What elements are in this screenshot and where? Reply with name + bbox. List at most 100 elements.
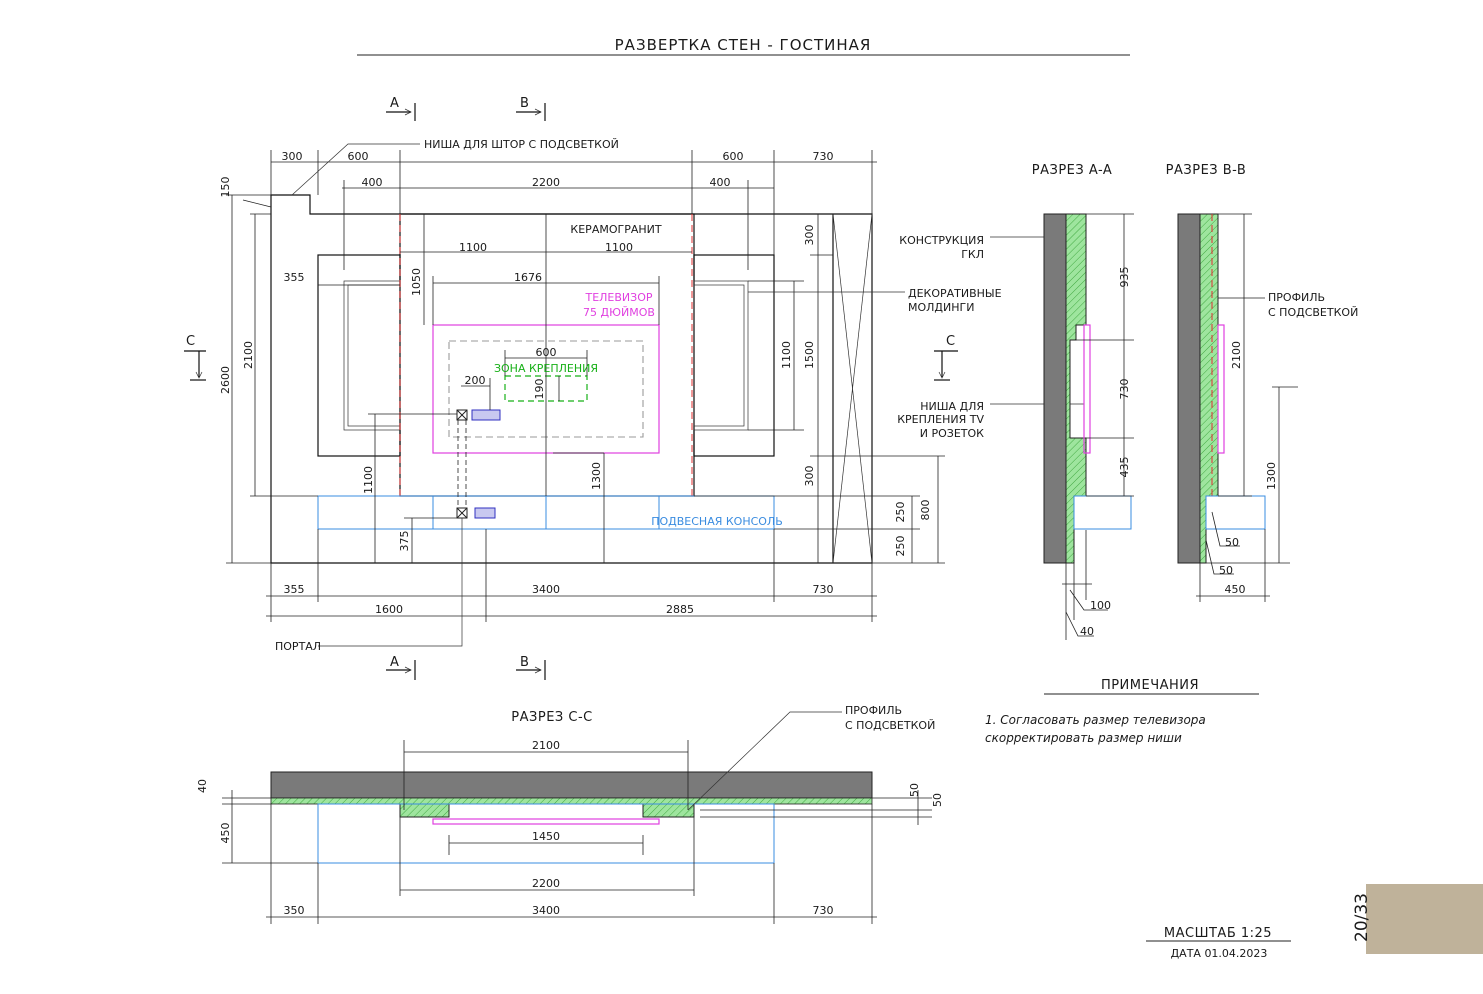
label-tv-niche-1: НИША ДЛЯ [920, 400, 984, 413]
dim-150: 150 [219, 177, 232, 198]
dim-300-r2: 300 [803, 466, 816, 487]
leader-curtain-niche [291, 143, 420, 196]
section-cc-title: РАЗРЕЗ C-C [511, 710, 592, 725]
cc-wall [270, 771, 873, 799]
section-cc: РАЗРЕЗ C-C 2100 1450 2200 350 3400 730 4… [196, 704, 944, 924]
svg-text:B: B [520, 655, 529, 670]
stamp: МАСШТАБ 1:25 ДАТА 01.04.2023 [1146, 926, 1291, 960]
cc-gkl-left [399, 803, 450, 818]
dim-1300: 1300 [590, 462, 603, 490]
socket-x-1b [456, 409, 468, 421]
right-dimensions [694, 214, 945, 564]
right-molding-inner2 [693, 284, 745, 427]
aa-dim-935: 935 [1118, 267, 1131, 288]
aa-console [1073, 495, 1132, 530]
aa-leader-100 [1069, 589, 1108, 611]
aa-dim-100: 100 [1090, 599, 1111, 612]
dim-250b: 250 [894, 536, 907, 557]
cc-dim-2200: 2200 [532, 877, 560, 890]
dim-1676: 1676 [514, 271, 542, 284]
page-number-tab: 20/33 [1352, 884, 1483, 954]
right-molding-inner [693, 280, 749, 431]
bb-dim-50b: 50 [1219, 564, 1233, 577]
socket-outlets-1 [471, 409, 501, 421]
cc-console [317, 803, 775, 864]
bb-wall [1177, 213, 1201, 564]
socket-x-2b [456, 507, 468, 519]
cc-dim-1450: 1450 [532, 830, 560, 843]
label-moldings-2: МОЛДИНГИ [908, 301, 974, 314]
dim-400a: 400 [362, 176, 383, 189]
left-molding-inner2 [347, 284, 401, 427]
svg-text:B: B [520, 96, 529, 111]
bb-leader-50b [1205, 539, 1234, 575]
section-bb: РАЗРЕЗ B-B 2100 1300 ПРОФИЛЬ С ПОДСВЕТКО… [1166, 163, 1358, 602]
section-aa-title: РАЗРЕЗ A-A [1032, 163, 1113, 178]
dim-600c: 600 [536, 346, 557, 359]
label-tv-1: ТЕЛЕВИЗОР [584, 291, 652, 304]
svg-text:A: A [390, 655, 399, 670]
dim-600a: 600 [348, 150, 369, 163]
aa-wall [1043, 213, 1067, 564]
scale-label: МАСШТАБ 1:25 [1164, 926, 1272, 941]
cc-gkl-layer [270, 797, 873, 805]
label-gkl-1: КОНСТРУКЦИЯ [899, 234, 984, 247]
cc-label-1: ПРОФИЛЬ [845, 704, 902, 717]
bb-gkl [1199, 213, 1219, 564]
dim-1500: 1500 [803, 341, 816, 369]
dim-1100-r: 1100 [780, 341, 793, 369]
cc-dim-50b: 50 [931, 793, 944, 807]
left-dimensions [226, 194, 605, 564]
label-tv-niche-3: И РОЗЕТОК [920, 427, 984, 440]
dim-1100a: 1100 [459, 241, 487, 254]
section-marker-a-top: A [386, 96, 416, 121]
svg-text:A: A [390, 96, 399, 111]
dim-b1600: 1600 [375, 603, 403, 616]
bb-dim-2100: 2100 [1230, 341, 1243, 369]
label-tv-niche-2: КРЕПЛЕНИЯ TV [897, 413, 984, 426]
elevation-view: 300 600 600 730 400 2200 400 1100 1100 3… [184, 96, 1084, 680]
dim-b3400: 3400 [532, 583, 560, 596]
section-marker-a-bottom: A [386, 655, 416, 680]
aa-leader-40 [1065, 611, 1094, 637]
label-tv-2: 75 ДЮЙМОВ [583, 306, 655, 319]
aa-dim-435: 435 [1118, 457, 1131, 478]
date-label: ДАТА 01.04.2023 [1171, 947, 1268, 960]
dim-375: 375 [398, 531, 411, 552]
cc-dim-730: 730 [813, 904, 834, 917]
dim-355: 355 [284, 271, 305, 284]
cc-dim-3400: 3400 [532, 904, 560, 917]
dim-300: 300 [282, 150, 303, 163]
bb-dim-1300: 1300 [1265, 462, 1278, 490]
dim-2600: 2600 [219, 366, 232, 394]
bottom-dimensions [266, 529, 877, 622]
bb-leader-50a [1211, 511, 1240, 547]
dim-250a: 250 [894, 502, 907, 523]
label-console: ПОДВЕСНАЯ КОНСОЛЬ [651, 515, 783, 528]
dim-200: 200 [465, 374, 486, 387]
cc-label-2: С ПОДСВЕТКОЙ [845, 719, 935, 732]
note-2: скорректировать размер ниши [985, 731, 1182, 745]
dim-400b: 400 [710, 176, 731, 189]
dim-1100c: 1100 [362, 466, 375, 494]
bb-label-2: С ПОДСВЕТКОЙ [1268, 306, 1358, 319]
label-curtain-niche: НИША ДЛЯ ШТОР С ПОДСВЕТКОЙ [424, 138, 619, 151]
left-molding-inner [343, 280, 401, 431]
dim-b730: 730 [813, 583, 834, 596]
bb-dim-50a: 50 [1225, 536, 1239, 549]
dim-300-r1: 300 [803, 225, 816, 246]
notes-block: ПРИМЕЧАНИЯ 1. Согласовать размер телевиз… [985, 678, 1259, 745]
bb-tv [1217, 324, 1225, 454]
cc-dim-2100: 2100 [532, 739, 560, 752]
label-mount-zone: ЗОНА КРЕПЛЕНИЯ [494, 362, 598, 375]
dim-1100b: 1100 [605, 241, 633, 254]
leader-portal [318, 518, 463, 647]
label-porcelain: КЕРАМОГРАНИТ [570, 223, 661, 236]
aa-dim-40: 40 [1080, 625, 1094, 638]
section-marker-b-bottom: B [516, 655, 546, 680]
dim-730a: 730 [813, 150, 834, 163]
top-dimensions [270, 150, 877, 496]
section-marker-b-top: B [516, 96, 546, 121]
svg-text:C: C [946, 334, 956, 349]
socket-outlets-2 [474, 507, 496, 519]
